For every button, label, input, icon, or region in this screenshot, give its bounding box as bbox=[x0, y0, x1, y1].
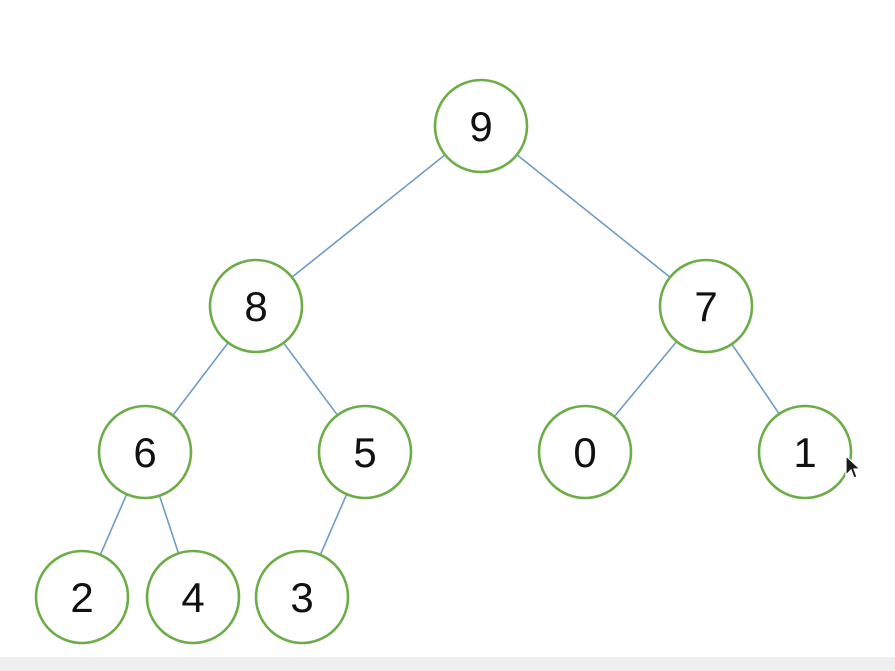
edge-n6-n2 bbox=[99, 494, 128, 555]
edge-n5-n3 bbox=[319, 494, 348, 555]
tree-node-n4: 4 bbox=[145, 549, 241, 645]
node-circle bbox=[254, 549, 350, 645]
tree-node-n2: 2 bbox=[34, 549, 130, 645]
tree-node-n6: 6 bbox=[97, 404, 193, 500]
node-label: 1 bbox=[793, 429, 816, 476]
node-circle bbox=[97, 404, 193, 500]
nodes-layer: 9 8 7 6 5 0 1 2 4 3 bbox=[34, 78, 853, 645]
bottom-band bbox=[0, 657, 895, 671]
edge-n9-n8 bbox=[292, 154, 445, 278]
node-label: 4 bbox=[181, 574, 204, 621]
node-label: 2 bbox=[70, 574, 93, 621]
node-circle bbox=[537, 404, 633, 500]
node-circle bbox=[317, 404, 413, 500]
tree-node-n0: 0 bbox=[537, 404, 633, 500]
tree-node-n3: 3 bbox=[254, 549, 350, 645]
edges-layer bbox=[99, 154, 780, 555]
node-label: 5 bbox=[353, 429, 376, 476]
edge-n8-n6 bbox=[172, 342, 229, 416]
edge-n8-n5 bbox=[283, 343, 338, 415]
node-label: 7 bbox=[694, 283, 717, 330]
node-label: 3 bbox=[290, 574, 313, 621]
edge-n7-n1 bbox=[731, 344, 780, 414]
node-circle bbox=[757, 404, 853, 500]
edge-n6-n4 bbox=[159, 496, 179, 553]
node-label: 8 bbox=[244, 283, 267, 330]
edge-n7-n0 bbox=[614, 341, 677, 417]
tree-node-n8: 8 bbox=[208, 258, 304, 354]
node-circle bbox=[208, 258, 304, 354]
node-circle bbox=[34, 549, 130, 645]
node-circle bbox=[145, 549, 241, 645]
mouse-pointer-icon bbox=[845, 455, 862, 479]
node-circle bbox=[433, 78, 529, 174]
tree-node-n1: 1 bbox=[757, 404, 853, 500]
tree-node-n5: 5 bbox=[317, 404, 413, 500]
tree-node-n9: 9 bbox=[433, 78, 529, 174]
node-label: 0 bbox=[573, 429, 596, 476]
edge-n9-n7 bbox=[517, 154, 670, 278]
node-label: 9 bbox=[469, 103, 492, 150]
node-label: 6 bbox=[133, 429, 156, 476]
tree-node-n7: 7 bbox=[658, 258, 754, 354]
node-circle bbox=[658, 258, 754, 354]
